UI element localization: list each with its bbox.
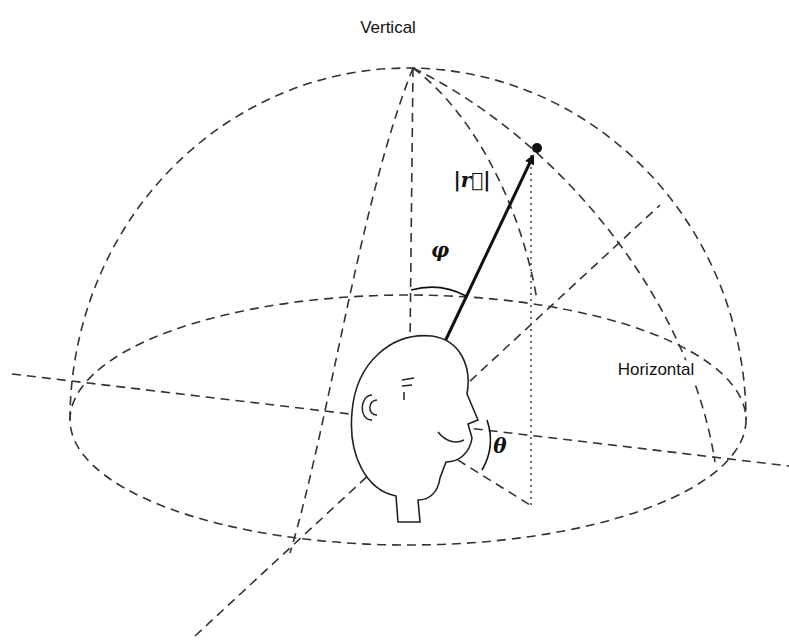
depth-axis [195,205,660,636]
angle-label: φ [429,239,451,262]
vector-label: |r⃗| [451,169,492,192]
axis-label: Horizontal [616,360,697,380]
vertical-axis [410,68,413,345]
head-details [362,378,464,442]
drop-line [530,155,531,505]
source-point [532,143,542,153]
theta-arc [482,420,491,470]
phi-arc [411,287,466,296]
horizontal-ellipse [70,295,746,545]
axis-label: Vertical [358,18,418,38]
position-vector [440,156,533,352]
head-figure [351,336,478,522]
angle-label: θ [491,435,508,458]
